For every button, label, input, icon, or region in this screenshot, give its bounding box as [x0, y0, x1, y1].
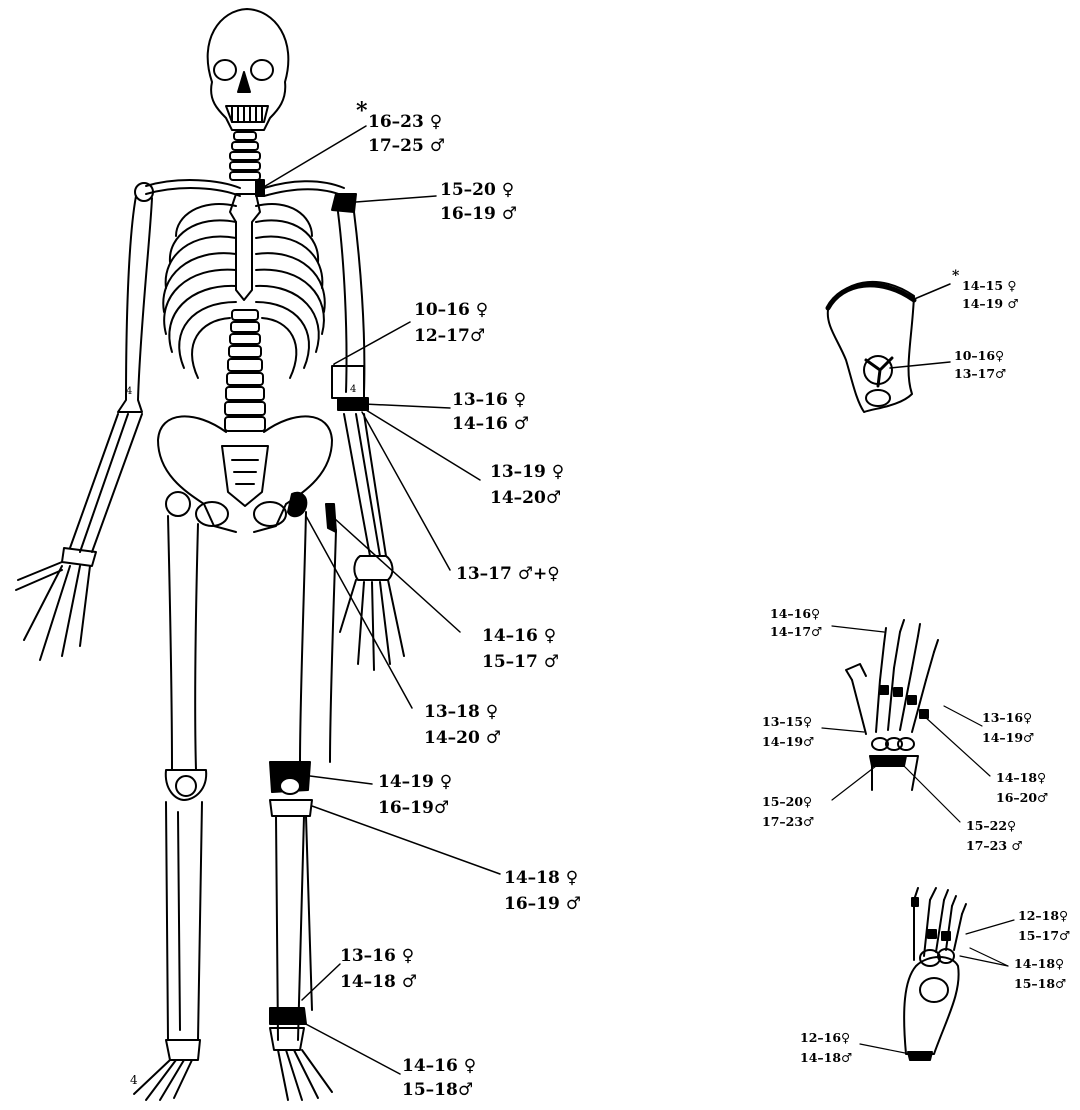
elbow-distal-male-label: 14–16 ♂ — [452, 416, 529, 433]
hand-metacarpal1-male-label: 14–19♂ — [762, 736, 814, 749]
skull — [208, 9, 289, 130]
hand-thumb-male-label: 14–19♂ — [982, 732, 1034, 745]
iliac-crest-female-label: 14–15 ♀ — [962, 280, 1017, 293]
trochanter-female-label: 13–18 ♀ — [424, 704, 498, 721]
hand-inset — [822, 620, 990, 822]
pelvis-inset — [828, 282, 950, 412]
tibia-distal-male-label: 15–18♂ — [402, 1082, 473, 1099]
clavicles — [135, 180, 356, 212]
elbow-medial-female-label: 10–16 ♀ — [414, 302, 488, 319]
foot-metatarsals-female-label: 14–18♀ — [1014, 958, 1064, 971]
elbow-medial-male-label: 12–17♂ — [414, 328, 485, 345]
cervical-spine — [230, 132, 260, 180]
foot-metatarsals-male-label: 15–18♂ — [1014, 978, 1066, 991]
hand-thumb-female-label: 13–16♀ — [982, 712, 1032, 725]
foot-hallux-male-label: 15–17♂ — [1018, 930, 1070, 943]
rib-cage — [163, 194, 324, 378]
acetabulum-female-label: 10–16♀ — [954, 350, 1004, 363]
pelvis — [158, 416, 336, 532]
tibia-distal-epiphysis — [270, 1008, 306, 1024]
right-arm: 4 — [332, 212, 404, 670]
ulna-both-label: 13–17 ♂+♀ — [456, 566, 560, 583]
right-leg — [270, 512, 336, 1100]
foot-calcaneus-male-label: 14–18♂ — [800, 1052, 852, 1065]
foot-hallux-female-label: 12–18♀ — [1018, 910, 1068, 923]
acetabulum-male-label: 13–17♂ — [954, 368, 1006, 381]
hand-phalanges-male-label: 14–17♂ — [770, 626, 822, 639]
elbow-distal-female-label: 13–16 ♀ — [452, 392, 526, 409]
hand-radius-female-label: 15–20♀ — [762, 796, 812, 809]
hand-metacarpal1-female-label: 13–15♀ — [762, 716, 812, 729]
femur-head-epiphysis — [288, 493, 306, 517]
femur-distal-male-label: 16–19♂ — [378, 800, 449, 817]
fibula-distal-male-label: 14–18 ♂ — [340, 974, 417, 991]
hand-metacarpals-male-label: 16–20♂ — [996, 792, 1048, 805]
hand-radius-male-label: 17–23♂ — [762, 816, 814, 829]
clavicle-star: * — [356, 98, 368, 124]
foot-calcaneus-female-label: 12–16♀ — [800, 1032, 850, 1045]
tibia-distal-female-label: 14–16 ♀ — [402, 1058, 476, 1075]
hand-ulna-female-label: 15–22♀ — [966, 820, 1016, 833]
left-leg: 4 — [130, 516, 206, 1100]
vertebral-column — [225, 310, 265, 431]
svg-text:4: 4 — [350, 384, 356, 395]
tibia-proximal-male-label: 16–19 ♂ — [504, 896, 581, 913]
femur-head-male-label: 15–17 ♂ — [482, 654, 559, 671]
trochanter-male-label: 14–20 ♂ — [424, 730, 501, 747]
humerus-head-epiphysis — [332, 194, 356, 212]
foot-inset — [860, 888, 1014, 1060]
hand-ulna-male-label: 17–23 ♂ — [966, 840, 1023, 853]
humerus-head-female-label: 15–20 ♀ — [440, 182, 514, 199]
skeleton-leader-lines — [262, 126, 500, 1074]
femur-distal-female-label: 14–19 ♀ — [378, 774, 452, 791]
tibia-proximal-female-label: 14–18 ♀ — [504, 870, 578, 887]
hand-metacarpals-female-label: 14–18♀ — [996, 772, 1046, 785]
svg-text:4: 4 — [126, 386, 132, 397]
femur-head-female-label: 14–16 ♀ — [482, 628, 556, 645]
left-arm: 4 — [16, 196, 152, 660]
radius-male-label: 14–20♂ — [490, 490, 561, 507]
hand-phalanges-female-label: 14–16♀ — [770, 608, 820, 621]
fibula-distal-female-label: 13–16 ♀ — [340, 948, 414, 965]
svg-text:4: 4 — [130, 1073, 138, 1087]
humerus-head-male-label: 16–19 ♂ — [440, 206, 517, 223]
iliac-crest-star: * — [952, 268, 959, 284]
radius-female-label: 13–19 ♀ — [490, 464, 564, 481]
clavicle-female-label: 16–23 ♀ — [368, 114, 442, 131]
iliac-crest-male-label: 14–19 ♂ — [962, 298, 1019, 311]
clavicle-male-label: 17–25 ♂ — [368, 138, 445, 155]
